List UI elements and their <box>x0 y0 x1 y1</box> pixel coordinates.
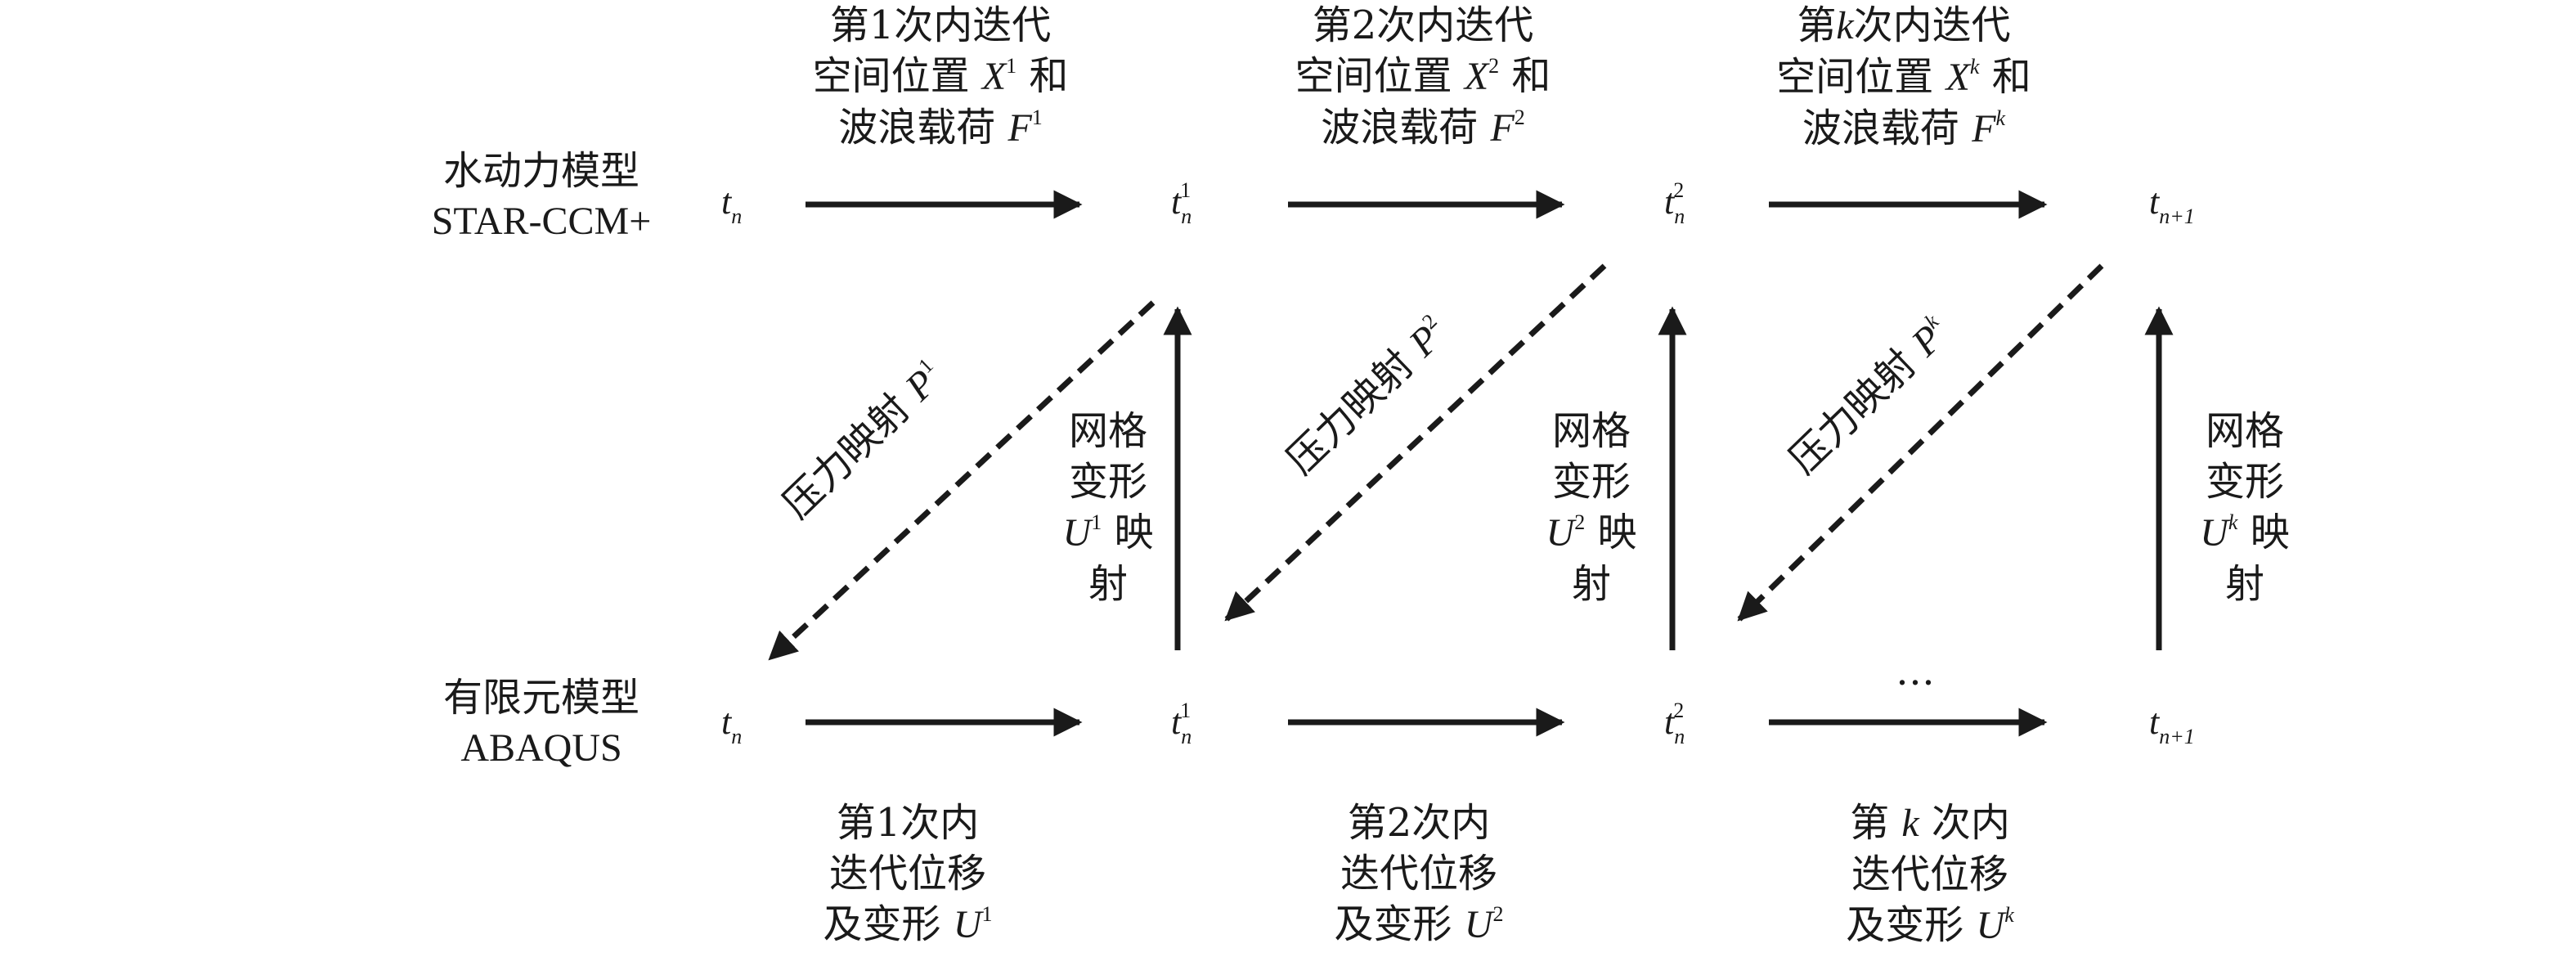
time-label-bottom-tn1: tn1 <box>1171 699 1192 748</box>
pressure-arrow-3 <box>1737 263 2104 622</box>
mesh-deform-1-line1: 网格 <box>1068 408 1147 454</box>
mesh-deform-2-line1: 网格 <box>1551 408 1631 454</box>
fem-model-name: 有限元模型 <box>442 675 640 721</box>
pressure-arrow-1 <box>768 300 1156 661</box>
mesh-deform-label-1: 网格 变形 U1 映 射 <box>1043 406 1174 609</box>
top-iteration-1-line3: 波浪载荷 F1 <box>838 105 1043 151</box>
bottom-iteration-2-line1: 第2次内 <box>1347 800 1491 846</box>
top-iteration-k: 第k次内迭代 空间位置 Xk 和 波浪载荷 Fk <box>1732 0 2076 155</box>
mesh-deform-2-line4: 射 <box>1571 561 1611 607</box>
mesh-deform-1-line4: 射 <box>1088 561 1128 607</box>
mesh-deform-k-line3: Uk 映 <box>2200 510 2290 555</box>
bottom-iteration-2: 第2次内 迭代位移 及变形 U2 <box>1272 798 1566 950</box>
top-iteration-k-line1: 第k次内迭代 <box>1797 2 2011 48</box>
hydro-model-label: 水动力模型 STAR-CCM+ <box>402 146 680 247</box>
fem-model-label: 有限元模型 ABAQUS <box>402 672 680 774</box>
time-label-top-tn2: tn2 <box>1664 178 1685 228</box>
mesh-deform-1-line2: 变形 <box>1068 459 1147 505</box>
bottom-iteration-1: 第1次内 迭代位移 及变形 U1 <box>761 798 1055 950</box>
fem-model-software: ABAQUS <box>460 726 622 770</box>
hydro-model-name: 水动力模型 <box>442 148 640 194</box>
mesh-deform-label-2: 网格 变形 U2 映 射 <box>1526 406 1657 609</box>
top-iteration-1-line1: 第1次内迭代 <box>829 2 1052 48</box>
top-iteration-2: 第2次内迭代 空间位置 X2 和 波浪载荷 F2 <box>1251 0 1595 154</box>
top-iteration-2-line3: 波浪载荷 F2 <box>1321 105 1525 151</box>
mesh-deform-2-line3: U2 映 <box>1546 510 1637 555</box>
time-label-top-tn1: tn1 <box>1171 178 1192 228</box>
mesh-deform-2-line2: 变形 <box>1551 459 1631 505</box>
bottom-iteration-1-line1: 第1次内 <box>836 800 980 846</box>
time-label-bottom-tn2: tn2 <box>1664 699 1685 748</box>
mesh-deform-k-line4: 射 <box>2224 561 2264 607</box>
bottom-iteration-k-line3: 及变形 Uk <box>1846 902 2014 948</box>
hydro-model-software: STAR-CCM+ <box>431 200 652 243</box>
bottom-iteration-1-line2: 迭代位移 <box>828 851 986 896</box>
top-iteration-2-line2: 空间位置 X2 和 <box>1295 53 1551 99</box>
bottom-iteration-2-line3: 及变形 U2 <box>1334 901 1504 947</box>
bottom-iteration-k: 第 k 次内 迭代位移 及变形 Uk <box>1783 798 2077 951</box>
bottom-iteration-1-line3: 及变形 U1 <box>823 901 993 947</box>
mesh-deform-1-line3: U1 映 <box>1062 510 1154 555</box>
bottom-iteration-2-line2: 迭代位移 <box>1340 851 1497 896</box>
time-label-top-tn-plus-1: tn+1 <box>2149 182 2195 228</box>
time-label-bottom-tn: tn <box>721 702 743 748</box>
pressure-arrow-2 <box>1224 263 1607 622</box>
top-iteration-2-line1: 第2次内迭代 <box>1312 2 1534 48</box>
time-label-top-tn: tn <box>721 182 743 228</box>
mesh-deform-k-line1: 网格 <box>2205 408 2284 454</box>
top-iteration-k-line3: 波浪载荷 Fk <box>1802 106 2006 151</box>
top-iteration-1: 第1次内迭代 空间位置 X1 和 波浪载荷 F1 <box>769 0 1112 154</box>
ellipsis-label: … <box>1896 649 1935 694</box>
time-label-bottom-tn-plus-1: tn+1 <box>2149 702 2195 748</box>
top-iteration-1-line2: 空间位置 X1 和 <box>812 53 1069 99</box>
top-iteration-k-line2: 空间位置 Xk 和 <box>1776 54 2031 100</box>
bottom-iteration-k-line2: 迭代位移 <box>1851 851 2008 897</box>
mesh-deform-label-k: 网格 变形 Uk 映 射 <box>2179 406 2310 609</box>
bottom-iteration-k-line1: 第 k 次内 <box>1850 800 2010 846</box>
mesh-deform-k-line2: 变形 <box>2205 459 2284 505</box>
